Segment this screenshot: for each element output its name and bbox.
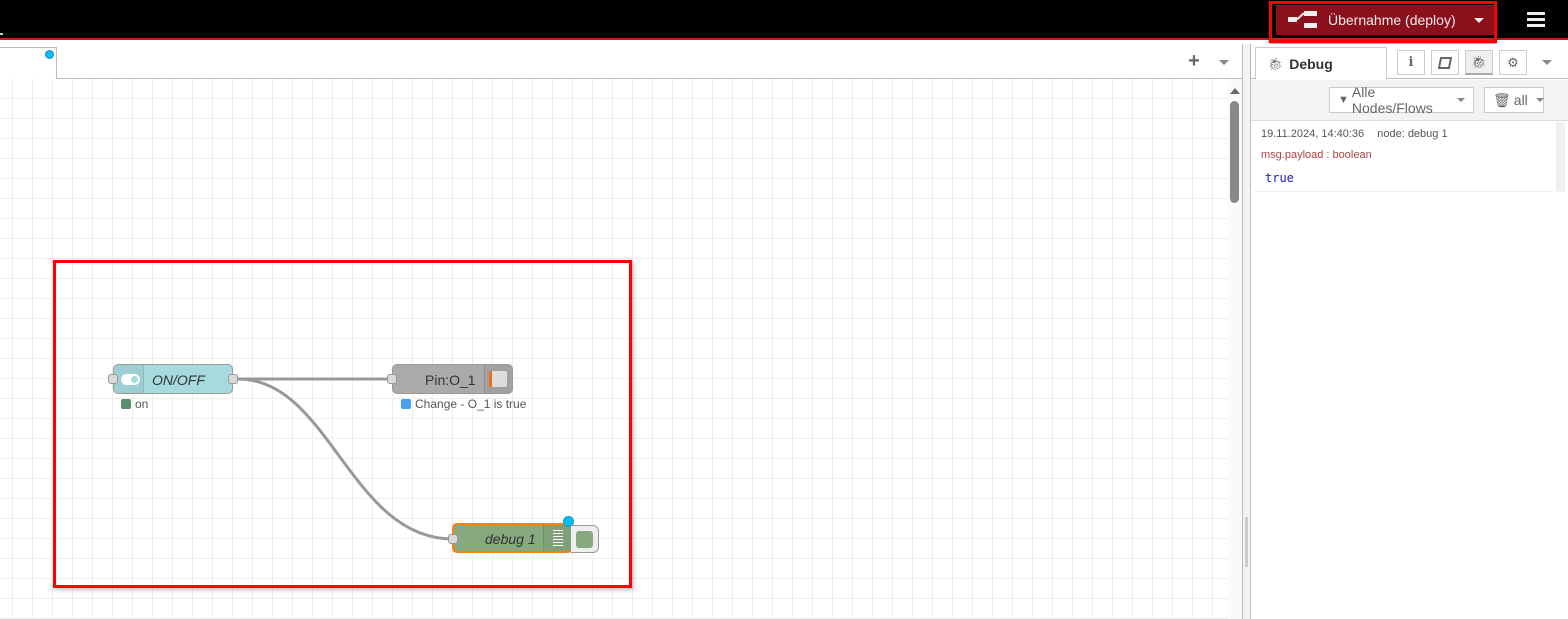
debug-toggle-button[interactable] xyxy=(571,525,599,553)
clear-dropdown[interactable]: 🗑︎ all xyxy=(1484,87,1544,113)
info-tab-button[interactable]: i xyxy=(1397,50,1425,75)
chevron-down-icon xyxy=(1457,98,1465,102)
main-menu-button[interactable] xyxy=(1522,8,1550,32)
add-flow-button[interactable]: + xyxy=(1188,50,1200,72)
message-node[interactable]: node: debug 1 xyxy=(1377,128,1448,140)
debug-scrollbar[interactable] xyxy=(1556,122,1565,192)
bug-icon: 🐞︎ xyxy=(1471,55,1487,69)
toggle-icon xyxy=(121,374,140,385)
hamburger-icon-line xyxy=(1527,18,1545,21)
debug-tab-button[interactable]: 🐞︎ xyxy=(1465,50,1493,75)
gear-icon: ⚙ xyxy=(1507,54,1519,70)
sidebar-resize-handle[interactable] xyxy=(1242,44,1251,619)
input-port[interactable] xyxy=(387,374,397,384)
output-port[interactable] xyxy=(228,374,238,384)
deploy-label: Übernahme (deploy) xyxy=(1328,12,1456,28)
deploy-highlight-box xyxy=(1269,1,1497,43)
trash-icon: 🗑︎ xyxy=(1493,91,1511,108)
status-text: Change - O_1 is true xyxy=(415,397,527,411)
debug-list-icon xyxy=(553,530,563,548)
scroll-up-icon[interactable] xyxy=(1230,88,1240,94)
filter-dropdown[interactable]: ▼ Alle Nodes/Flows xyxy=(1329,84,1474,116)
bug-icon: 🐞︎ xyxy=(1268,56,1284,71)
status-dot-icon xyxy=(401,399,411,409)
changed-indicator-icon xyxy=(563,516,574,527)
debug-message-meta: 19.11.2024, 14:40:36 node: debug 1 xyxy=(1261,128,1458,140)
book-icon xyxy=(1438,56,1452,69)
filter-label: Alle Nodes/Flows xyxy=(1351,84,1433,116)
canvas-scrollbar[interactable] xyxy=(1228,79,1242,619)
message-type: msg.payload : boolean xyxy=(1261,149,1372,161)
input-port[interactable] xyxy=(448,534,458,544)
tab-label: Debug xyxy=(1289,55,1333,72)
deploy-icon xyxy=(1288,11,1317,28)
help-tab-button[interactable] xyxy=(1431,50,1459,75)
hamburger-icon xyxy=(1527,12,1545,15)
node-label: Pin:O_1 xyxy=(425,372,476,388)
sidebar-tabs-caret-icon[interactable] xyxy=(1542,60,1552,65)
tab-flow[interactable] xyxy=(0,47,57,80)
input-port[interactable] xyxy=(108,374,118,384)
node-status: Change - O_1 is true xyxy=(401,397,526,411)
wire-onoff-debug[interactable] xyxy=(237,377,454,541)
sidebar: 🐞︎ Debug i 🐞︎ ⚙ ▼ Alle Nodes/Flows 🗑︎ al… xyxy=(1251,44,1568,619)
node-icon-area xyxy=(484,365,512,393)
status-dot-icon xyxy=(121,399,131,409)
node-status: on xyxy=(121,397,148,411)
deploy-options-caret-icon[interactable] xyxy=(1474,18,1484,23)
node-label: debug 1 xyxy=(485,531,536,547)
sidebar-tab-bar: 🐞︎ Debug i 🐞︎ ⚙ xyxy=(1251,44,1568,80)
debug-message[interactable]: 19.11.2024, 14:40:36 node: debug 1 msg.p… xyxy=(1254,122,1554,192)
wires-layer xyxy=(237,377,454,541)
flow-canvas[interactable] xyxy=(0,79,1228,619)
output-pin-icon xyxy=(489,371,507,387)
flow-list-caret-icon[interactable] xyxy=(1219,60,1229,65)
node-label: ON/OFF xyxy=(152,372,205,388)
workspace-tab-bar: + xyxy=(0,44,1242,80)
node-pin-o1[interactable]: Pin:O_1 xyxy=(392,364,513,394)
tab-debug[interactable]: 🐞︎ Debug xyxy=(1255,47,1387,80)
selection-highlight-box xyxy=(53,260,632,588)
changed-indicator-icon xyxy=(45,50,54,59)
scroll-thumb[interactable] xyxy=(1230,101,1239,203)
deploy-button[interactable]: Übernahme (deploy) xyxy=(1276,5,1494,35)
message-timestamp: 19.11.2024, 14:40:36 xyxy=(1261,128,1365,140)
node-icon-area xyxy=(114,365,144,393)
filter-icon: ▼ xyxy=(1338,94,1349,106)
node-debug-1[interactable]: debug 1 xyxy=(452,516,574,553)
message-value: true xyxy=(1265,171,1294,185)
header-corner xyxy=(0,33,3,35)
chevron-down-icon xyxy=(1535,98,1544,102)
hamburger-icon-line xyxy=(1527,24,1545,27)
config-tab-button[interactable]: ⚙ xyxy=(1499,50,1527,75)
debug-toolbar: ▼ Alle Nodes/Flows 🗑︎ all xyxy=(1251,80,1568,121)
clear-label: all xyxy=(1513,92,1528,108)
node-onoff[interactable]: ON/OFF xyxy=(113,364,233,394)
status-text: on xyxy=(135,397,149,411)
node-icon-area xyxy=(543,525,571,551)
